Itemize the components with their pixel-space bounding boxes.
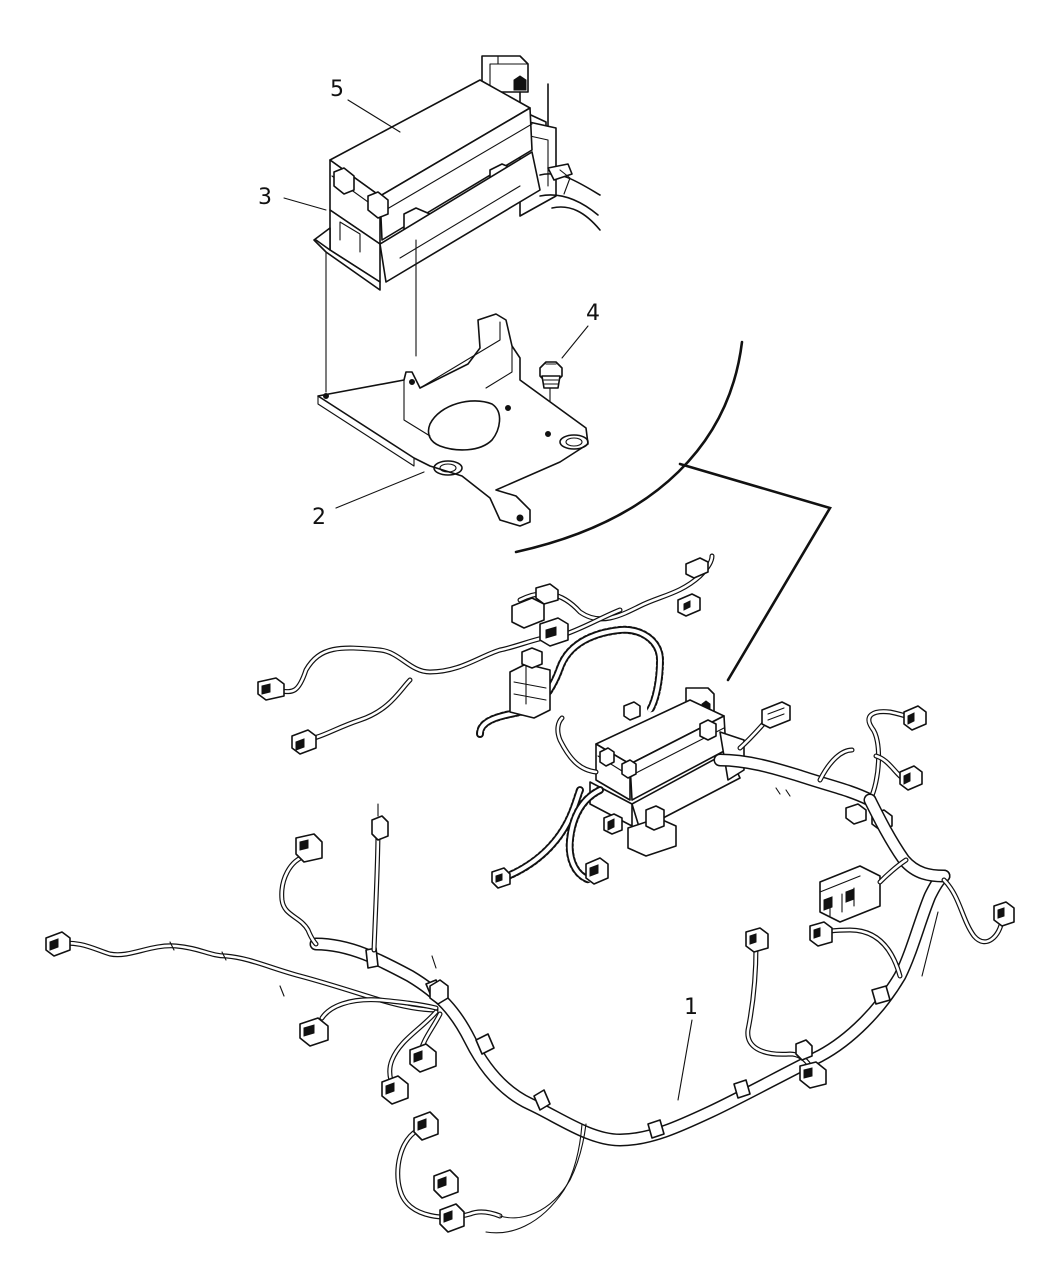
- callout-1: 1: [684, 995, 698, 1020]
- fastener-nut: [539, 361, 563, 389]
- upper-harness: [257, 553, 715, 755]
- power-distribution-center-detail: [313, 55, 601, 291]
- callout-2: 2: [312, 505, 326, 530]
- harness-power-distribution-box: [491, 687, 927, 889]
- callout-4: 4: [586, 301, 600, 326]
- callout-5: 5: [330, 77, 344, 102]
- detail-circle-arc: [514, 340, 744, 554]
- mounting-bracket: [317, 313, 589, 527]
- detail-connector-line: [678, 462, 832, 682]
- callout-3: 3: [258, 185, 272, 210]
- main-wiring-harness: [45, 793, 1015, 1234]
- callout-leaders: [283, 99, 693, 1101]
